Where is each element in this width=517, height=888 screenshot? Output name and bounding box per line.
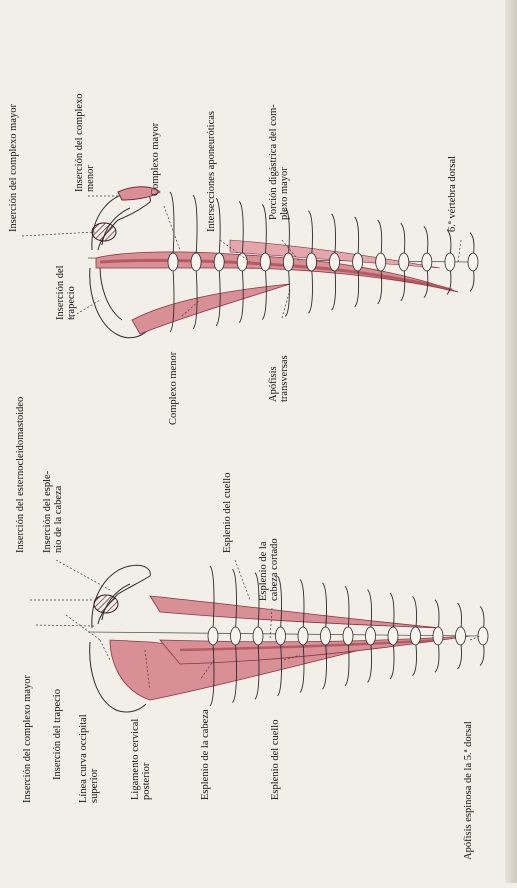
label-insercion-esternocleido: Inserción del esternocleidomastoideo: [15, 397, 26, 553]
leader-line: [235, 560, 250, 600]
hatched-insertion-top: [92, 223, 116, 241]
vertebra-body: [168, 253, 178, 271]
label-complexo-mayor: Complexo mayor: [150, 123, 161, 196]
label-insercion-esplenio-cabeza: Inserción del esple- nio de la cabeza: [42, 471, 64, 553]
label-insercion-trapecio: Inserción del trapecio: [52, 689, 63, 780]
vertebra-body: [478, 627, 488, 645]
vertebra-body: [237, 253, 247, 271]
page-edge: [505, 0, 517, 883]
vertebra-body: [445, 253, 455, 271]
label-esplenio-cabeza-cortado: Esplenio de la cabeza cortado: [258, 538, 280, 601]
vertebra-body: [321, 627, 331, 645]
label-esplenio-cuello: Esplenio del cuello: [270, 720, 281, 800]
vertebra-body: [376, 253, 386, 271]
vertebra-body: [214, 253, 224, 271]
occipital-outline-top: [92, 192, 150, 250]
vertebra-body: [283, 253, 293, 271]
vertebra-body: [366, 627, 376, 645]
vertebra-body: [353, 253, 363, 271]
leader-line: [458, 240, 461, 262]
vertebra-body: [422, 253, 432, 271]
label-insercion-complexo-mayor: Inserción del complexo mayor: [22, 675, 33, 803]
label-top-insercion-complexo-mayor: Inserción del complexo mayor: [8, 104, 19, 232]
vertebra-body: [253, 627, 263, 645]
vertebra-body: [456, 627, 466, 645]
leader-line: [100, 640, 110, 660]
vertebra-body: [468, 253, 478, 271]
hatched-insertion-bottom: [94, 595, 118, 613]
vertebra-body: [388, 627, 398, 645]
label-complexo-menor: Complexo menor: [168, 352, 179, 425]
label-ligamento-cervical: Ligamento cervical posterior: [130, 719, 152, 800]
label-apofisis-espinosa: Apófisis espinosa de la 5.ª dorsal: [463, 721, 474, 860]
vertebra-body: [330, 253, 340, 271]
vertebra-body: [231, 627, 241, 645]
label-top-insercion-trapecio: Inserción del trapecio: [55, 265, 77, 320]
leader-line: [56, 560, 110, 590]
vertebra-body: [276, 627, 286, 645]
label-esplenio-cuello-top: Esplenio del cuello: [222, 473, 233, 553]
label-sexta-vertebra: 6.ª vértebra dorsal: [447, 156, 458, 232]
label-apofisis-transversas: Apófisis transversas: [268, 355, 290, 402]
vertebra-body: [208, 627, 218, 645]
leader-line: [66, 615, 100, 640]
label-linea-curva: Línea curva occipital superior: [78, 714, 100, 803]
vertebra-body: [306, 253, 316, 271]
vertebra-body: [298, 627, 308, 645]
esplenio-upper-muscle: [150, 596, 440, 628]
vertebra-body: [343, 627, 353, 645]
leader-line: [22, 232, 95, 236]
vertebra-body: [399, 253, 409, 271]
vertebra-body: [260, 253, 270, 271]
label-intersecciones: Intersecciones aponeuróticas: [206, 111, 217, 232]
vertebra-body: [191, 253, 201, 271]
vertebra-body: [411, 627, 421, 645]
leader-line: [164, 206, 180, 250]
vertebra-body: [433, 627, 443, 645]
label-porcion-digastrica: Porción digástrica del com- plexo mayor: [268, 104, 290, 220]
occipital-lower-inner: [100, 266, 122, 320]
leader-line: [36, 625, 96, 626]
label-insercion-complexo-menor: Inserción del complexo menor: [74, 93, 96, 192]
label-esplenio-cabeza: Esplenio de la cabeza: [200, 709, 211, 800]
